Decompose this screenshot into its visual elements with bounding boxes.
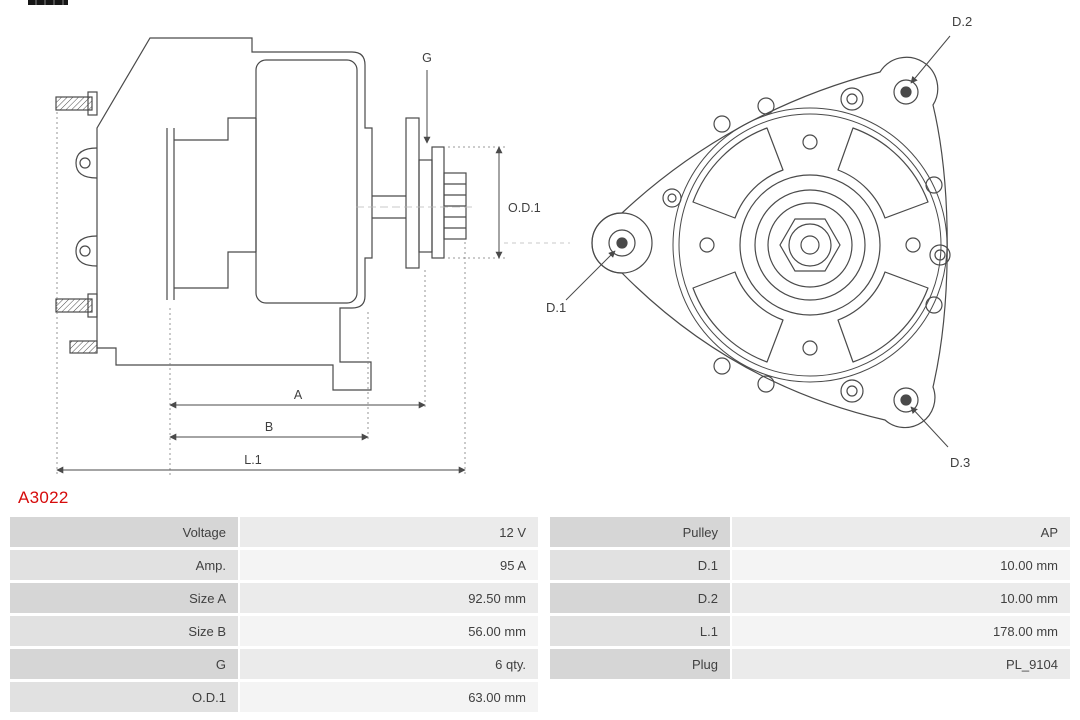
spec-label — [550, 682, 730, 712]
spec-row: Size B 56.00 mm L.1 178.00 mm — [10, 616, 1070, 646]
front-view-callouts — [565, 35, 951, 448]
mounting-stud-bottom — [55, 293, 98, 318]
spec-label: Size A — [10, 583, 238, 613]
dimension-label-a: A — [294, 388, 303, 402]
spec-label: Amp. — [10, 550, 238, 580]
spec-label: Pulley — [550, 517, 730, 547]
spec-value — [732, 682, 1070, 712]
spec-value: PL_9104 — [732, 649, 1070, 679]
mount-hole-d2 — [893, 79, 919, 105]
dimension-label-od1: O.D.1 — [508, 201, 541, 215]
dimension-label-b: B — [265, 420, 273, 434]
spec-value: 56.00 mm — [240, 616, 538, 646]
spec-row: Amp. 95 A D.1 10.00 mm — [10, 550, 1070, 580]
mounting-stud-top — [55, 91, 98, 116]
side-view-drawing — [55, 37, 476, 391]
logo-fragment — [28, 0, 68, 5]
spec-row: Size A 92.50 mm D.2 10.00 mm — [10, 583, 1070, 613]
pulley-hub — [739, 174, 881, 316]
part-number: A3022 — [18, 488, 69, 507]
dimension-label-g: G — [422, 51, 432, 65]
spec-value: 178.00 mm — [732, 616, 1070, 646]
spec-label: G — [10, 649, 238, 679]
spec-label: Size B — [10, 616, 238, 646]
spec-table: Voltage 12 V Pulley AP Amp. 95 A D.1 10.… — [10, 517, 1070, 715]
spec-value: AP — [732, 517, 1070, 547]
spec-label: Plug — [550, 649, 730, 679]
spec-value: 6 qty. — [240, 649, 538, 679]
spec-label: Voltage — [10, 517, 238, 547]
spec-label: D.2 — [550, 583, 730, 613]
spec-row: O.D.1 63.00 mm — [10, 682, 1070, 712]
spec-value: 92.50 mm — [240, 583, 538, 613]
callout-label-d1: D.1 — [546, 300, 566, 315]
spec-label: L.1 — [550, 616, 730, 646]
spec-row: Voltage 12 V Pulley AP — [10, 517, 1070, 547]
mount-hole-d3 — [893, 387, 919, 413]
mounting-stud-foot — [69, 340, 98, 354]
spec-value: 95 A — [240, 550, 538, 580]
spec-row: G 6 qty. Plug PL_9104 — [10, 649, 1070, 679]
spec-value: 10.00 mm — [732, 550, 1070, 580]
callout-label-d3: D.3 — [950, 455, 970, 470]
spec-value: 63.00 mm — [240, 682, 538, 712]
dimension-label-l1: L.1 — [244, 453, 261, 467]
side-view-dimensions — [56, 70, 570, 476]
front-view-drawing — [591, 56, 951, 429]
spec-label: D.1 — [550, 550, 730, 580]
spec-value: 12 V — [240, 517, 538, 547]
technical-drawing: G O.D.1 A B L.1 — [55, 14, 972, 476]
mount-hole-d1 — [591, 212, 653, 274]
spec-value: 10.00 mm — [732, 583, 1070, 613]
spec-label: O.D.1 — [10, 682, 238, 712]
callout-label-d2: D.2 — [952, 14, 972, 29]
